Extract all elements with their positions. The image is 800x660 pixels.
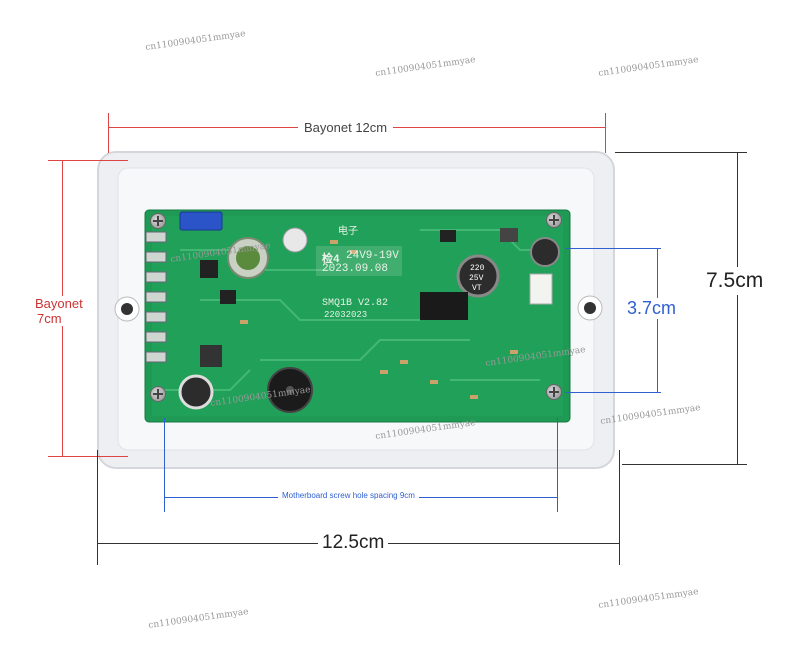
pcb-chinese: 电子 [338, 227, 358, 238]
dim-hole-spacing-label: Motherboard screw hole spacing 9cm [278, 491, 419, 500]
screw-top-left [150, 213, 166, 229]
potentiometer [179, 211, 223, 231]
ic-chip [420, 292, 468, 320]
capacitor-right [530, 237, 560, 267]
dim-hole-spacing-tick-right [557, 418, 558, 512]
dim-bayonet-width-tick-left [108, 113, 109, 153]
dim-bayonet-height-label-1: Bayonet [33, 296, 85, 311]
screw-top-right [546, 212, 562, 228]
dim-bayonet-width-label: Bayonet 12cm [298, 120, 394, 135]
dim-outer-width-tick-right [619, 450, 620, 565]
capacitor-25v-label: 25V [469, 274, 484, 283]
pcb-serial: 22032023 [324, 310, 368, 320]
dim-hole-vertical-tick-bottom [565, 392, 661, 393]
capacitor-bottom [178, 374, 214, 410]
screw-bottom-right [546, 384, 562, 400]
dim-bayonet-height-label-2: 7cm [35, 311, 64, 326]
dim-outer-width-label: 12.5cm [318, 532, 389, 554]
capacitor-220 [456, 254, 500, 298]
dim-hole-spacing-tick-left [164, 418, 165, 512]
dim-hole-vertical-line [657, 248, 658, 392]
dim-bayonet-height-tick-bottom [48, 456, 128, 457]
pcb-model: SMQ1B V2.82 [322, 298, 389, 309]
dim-bayonet-width-tick-right [605, 113, 606, 153]
white-connector [529, 273, 553, 305]
capacitor-220-label: 220 [470, 264, 485, 273]
pcb-inspection: 检4 [322, 254, 340, 266]
dim-outer-height-line [737, 152, 738, 464]
pcb-voltage: 24V9-19V [346, 250, 399, 262]
dim-bayonet-height-tick-top [48, 160, 128, 161]
capacitor-small [282, 227, 308, 253]
dim-outer-height-tick-top [615, 152, 747, 153]
dim-outer-height-label: 7.5cm [704, 267, 766, 295]
dim-hole-vertical-tick-top [565, 248, 661, 249]
capacitor-vt-label: VT [472, 284, 482, 293]
dim-outer-height-tick-bottom [622, 464, 747, 465]
screw-bottom-left [150, 386, 166, 402]
dim-hole-vertical-label: 3.7cm [625, 298, 679, 319]
dim-outer-width-tick-left [97, 450, 98, 565]
pcb-date: 2023.09.08 [322, 263, 389, 275]
